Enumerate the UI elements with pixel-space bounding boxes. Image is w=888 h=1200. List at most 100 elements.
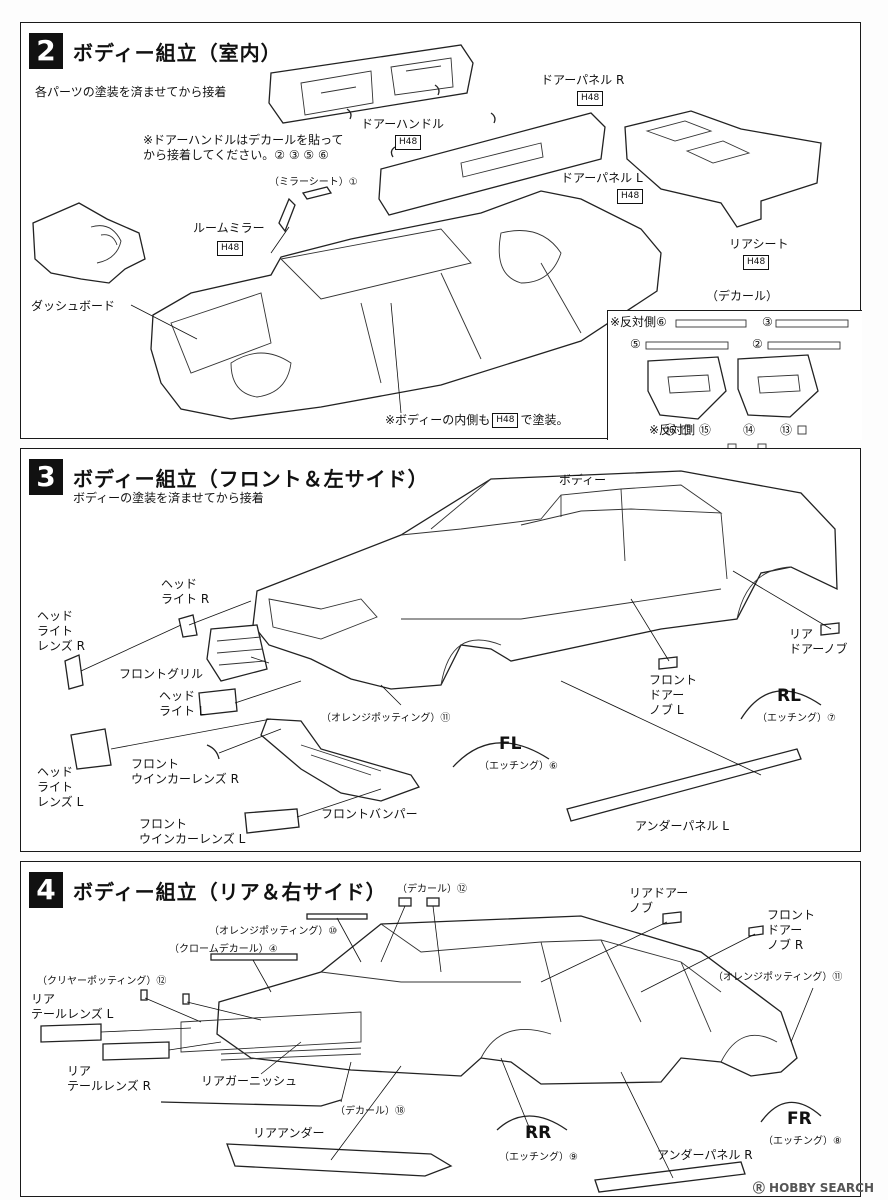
front-door-knob-r-part (748, 925, 764, 937)
label-rear-tail-lens-r: リア テールレンズ R (67, 1064, 151, 1093)
head-light-r-part (178, 614, 198, 638)
decal-inset: （デカール） ※反対側⑥ ③ ⑤ ② ⑯ ⑬ (607, 289, 862, 453)
step-4-panel: 4 ボディー組立（リア＆右サイド） (20, 861, 861, 1197)
label-front-door-knob-l: フロント ドアー ノブ L (649, 673, 698, 717)
label-rear-under: リアアンダー (253, 1126, 325, 1140)
label-head-light-lens-l: ヘッド ライト レンズ L (37, 765, 84, 809)
decal-inset-title: （デカール） (706, 289, 779, 303)
front-bumper-part (260, 718, 420, 802)
step-number: 4 (29, 872, 63, 908)
label-rear-door-knob: リアドアー ノブ (629, 886, 689, 915)
label-rear-garnish: リアガーニッシュ (201, 1074, 298, 1088)
label-dashboard: ダッシュボード (31, 299, 116, 313)
rear-seat-part (624, 110, 822, 228)
decal-reverse-6: ※反対側⑥ (610, 315, 667, 329)
step-3-illustration (64, 470, 840, 834)
label-chrome-decal-4: （クロームデカール）④ (169, 944, 278, 955)
label-etching-9: （エッチング）⑨ (499, 1152, 578, 1163)
step-title: ボディー組立（室内） (73, 41, 282, 65)
label-head-light-r: ヘッド ライト R (161, 577, 210, 606)
step-4-illustration (40, 897, 822, 1193)
label-clear-potting-12: （クリヤーポッティング）⑫ (37, 976, 167, 987)
decal-reverse-15: ※反対側 ⑮ (649, 423, 711, 437)
label-etching-8: （エッチング）⑧ (763, 1136, 842, 1147)
watermark: Ⓡ HOBBY SEARCH (752, 1181, 874, 1195)
label-body: ボディー (559, 473, 607, 487)
decal-num-14: ⑭ (743, 423, 756, 437)
door-panel-r-part (268, 44, 474, 124)
head-light-lens-l-part (70, 728, 112, 770)
chrome-decal-strip (210, 953, 298, 961)
head-light-l-part (198, 688, 238, 716)
label-fr: FR (787, 1109, 812, 1129)
label-front-bumper: フロントバンパー (321, 807, 418, 821)
paint-code-badge: H48 (395, 135, 422, 150)
label-head-light-l: ヘッド ライト L (159, 689, 206, 718)
label-rear-door-knob: リア ドアーノブ (789, 627, 848, 656)
step-3-panel: 3 ボディー組立（フロント＆左サイド） ボディーの塗装を済ませてから接着 (20, 448, 861, 852)
body-inner-note-a: ※ボディーの内側も (385, 413, 491, 427)
step-2-panel: 2 ボディー組立（室内） 各パーツの塗装を済ませてから接着 (20, 22, 862, 453)
step-title: ボディー組立（フロント＆左サイド） (73, 467, 429, 491)
label-front-winker-lens-r: フロント ウインカーレンズ R (131, 757, 239, 786)
label-under-panel-r: アンダーパネル R (657, 1148, 753, 1162)
paint-code-badge: H48 (617, 189, 644, 204)
decal-num-16: ⑯ (664, 423, 677, 437)
label-under-panel-l: アンダーパネル L (635, 819, 729, 833)
label-rear-seat: リアシート (729, 237, 789, 251)
step-number: 2 (29, 33, 63, 69)
decal-sheet-art (645, 319, 849, 453)
front-winker-lens-l-part (244, 808, 300, 834)
step-number: 3 (29, 459, 63, 495)
label-decal-18: （デカール）⑱ (335, 1106, 405, 1117)
head-light-lens-r-part (64, 654, 84, 690)
label-etching-6: （エッチング）⑥ (479, 761, 558, 772)
decal-num-3: ③ (762, 315, 773, 329)
label-door-panel-l: ドアーパネル L (561, 171, 643, 185)
label-etching-7: （エッチング）⑦ (757, 713, 836, 724)
rear-tail-lens-l-part (40, 1023, 102, 1043)
rear-door-knob-part (662, 911, 682, 925)
label-room-mirror: ルームミラー (193, 221, 265, 235)
label-front-door-knob-r: フロント ドアー ノブ R (767, 908, 816, 952)
label-orange-potting-11: （オレンジポッティング）⑪ (713, 972, 843, 983)
rear-under-part (226, 1143, 453, 1177)
label-door-handle: ドアーハンドル (361, 117, 445, 131)
orange-potting-strip (306, 913, 368, 920)
label-orange-potting-10: （オレンジポッティング）⑩ (209, 926, 338, 937)
label-fl: FL (499, 734, 522, 754)
label-rear-tail-lens-l: リア テールレンズ L (31, 992, 114, 1021)
label-front-winker-lens-l: フロント ウインカーレンズ L (139, 817, 246, 846)
label-rl: RL (777, 686, 801, 706)
paint-code-badge: H48 (492, 413, 519, 428)
label-mirror-seat: （ミラーシート）① (269, 177, 358, 188)
label-door-panel-r: ドアーパネル R (541, 73, 625, 87)
car-body-part (252, 470, 838, 690)
paint-code-badge: H48 (217, 241, 244, 256)
decal-num-13: ⑬ (780, 423, 793, 437)
label-front-grille: フロントグリル (119, 667, 204, 681)
label-orange-potting-11: （オレンジポッティング）⑪ (321, 713, 451, 724)
interior-tub-part (150, 190, 662, 420)
decal-num-2: ② (752, 337, 763, 351)
paint-code-badge: H48 (577, 91, 604, 106)
dashboard-part (32, 202, 146, 284)
label-rr: RR (525, 1123, 552, 1143)
step-title: ボディー組立（リア＆右サイド） (73, 880, 387, 904)
body-inner-note-b: で塗装。 (520, 413, 569, 427)
under-panel-r-part (594, 1161, 746, 1193)
front-grille-part (206, 624, 268, 682)
step-note: 各パーツの塗装を済ませてから接着 (35, 85, 227, 99)
step-note: ボディーの塗装を済ませてから接着 (73, 491, 264, 505)
front-door-knob-l-part (658, 656, 678, 670)
car-body-part (216, 915, 798, 1085)
paint-code-badge: H48 (743, 255, 770, 270)
label-head-light-lens-r: ヘッド ライト レンズ R (37, 609, 85, 653)
door-handle-note: ※ドアーハンドルはデカールを貼って から接着してください。② ③ ⑤ ⑥ (143, 133, 344, 162)
label-decal-12: （デカール）⑫ (397, 884, 467, 895)
door-panel-l-part (378, 112, 606, 216)
under-panel-l-part (566, 748, 802, 822)
decal-num-5: ⑤ (630, 337, 641, 351)
